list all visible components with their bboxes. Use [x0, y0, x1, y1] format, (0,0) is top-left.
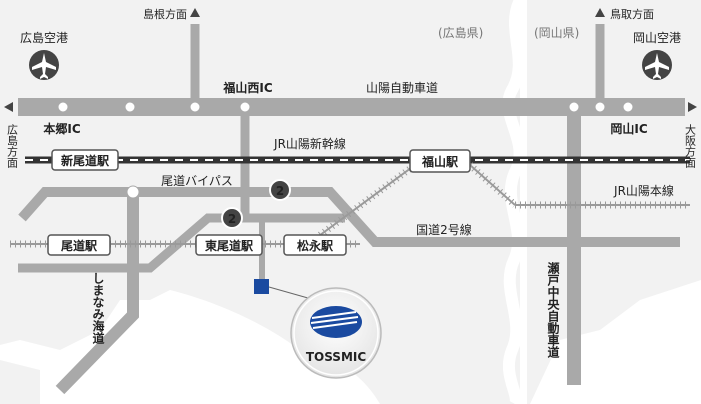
station-shin-onomichi: 新尾道駅 — [51, 149, 119, 171]
svg-text:2: 2 — [228, 212, 236, 226]
svg-text:尾道駅: 尾道駅 — [61, 238, 98, 253]
road-onomichi-bypass — [18, 187, 680, 247]
west-arrow — [4, 102, 13, 112]
label-sanyo-main-line: JR山陽本線 — [613, 183, 674, 198]
label-shimanami: しまなみ海道 — [91, 272, 105, 345]
land-left — [0, 0, 520, 404]
label-shimane-dir: 島根方面 — [143, 7, 187, 21]
company-callout[interactable]: TOSSMIC — [290, 287, 382, 379]
label-pref-okayama: (岡山県) — [534, 26, 579, 40]
label-sanyo-expressway: 山陽自動車道 — [366, 81, 438, 95]
airport-icon-hiroshima — [29, 50, 59, 80]
route2-shield-1: 2 — [269, 179, 291, 201]
label-fukuyama-nishi-ic: 福山西IC — [222, 80, 272, 95]
airport-icon-okayama — [642, 50, 672, 80]
station-onomichi: 尾道駅 — [47, 234, 111, 256]
label-airport-hiroshima: 広島空港 — [20, 30, 68, 45]
label-tottori-dir: 鳥取方面 — [610, 7, 654, 21]
ic-dot-1 — [124, 101, 136, 113]
ic-dot-4 — [594, 101, 606, 113]
label-okayama-ic: 岡山IC — [610, 121, 647, 136]
label-osaka-dir: 大阪方面 — [684, 123, 697, 168]
label-hongo-ic: 本郷IC — [43, 121, 80, 136]
ic-dot-hongo — [57, 101, 69, 113]
ic-dot-2 — [189, 101, 201, 113]
company-location-marker[interactable] — [254, 279, 269, 294]
company-logo-text: TOSSMIC — [306, 350, 367, 364]
road-shimanami — [55, 192, 139, 395]
north-arrow-shimane — [190, 8, 200, 17]
station-higashi-onomichi: 東尾道駅 — [195, 234, 263, 256]
tossmic-logo-mark — [310, 306, 362, 338]
ic-dot-okayama — [622, 101, 634, 113]
label-bypass: 尾道バイパス — [161, 174, 233, 188]
label-hiroshima-dir: 広島方面 — [6, 124, 19, 168]
label-airport-okayama: 岡山空港 — [633, 31, 681, 45]
station-fukuyama: 福山駅 — [409, 149, 471, 173]
label-shinkansen: JR山陽新幹線 — [273, 136, 346, 151]
east-arrow — [688, 102, 697, 112]
ic-dot-fukuyama-nishi — [239, 101, 251, 113]
station-matsunaga: 松永駅 — [283, 234, 347, 256]
svg-text:東尾道駅: 東尾道駅 — [205, 238, 254, 253]
svg-text:新尾道駅: 新尾道駅 — [61, 153, 110, 168]
svg-text:2: 2 — [276, 184, 284, 198]
svg-text:松永駅: 松永駅 — [297, 238, 334, 253]
prefecture-boundary — [502, 0, 526, 404]
label-seto-chuo: 瀬戸中央自動車道 — [546, 261, 560, 359]
junction-dot-shimanami — [126, 185, 140, 199]
land-island — [0, 360, 40, 404]
ic-dot-3 — [568, 101, 580, 113]
route2-shield-2: 2 — [221, 207, 243, 229]
svg-text:福山駅: 福山駅 — [421, 154, 459, 169]
label-pref-hiroshima: (広島県) — [438, 25, 483, 40]
label-route2: 国道2号線 — [416, 222, 472, 237]
north-arrow-tottori — [595, 8, 605, 17]
